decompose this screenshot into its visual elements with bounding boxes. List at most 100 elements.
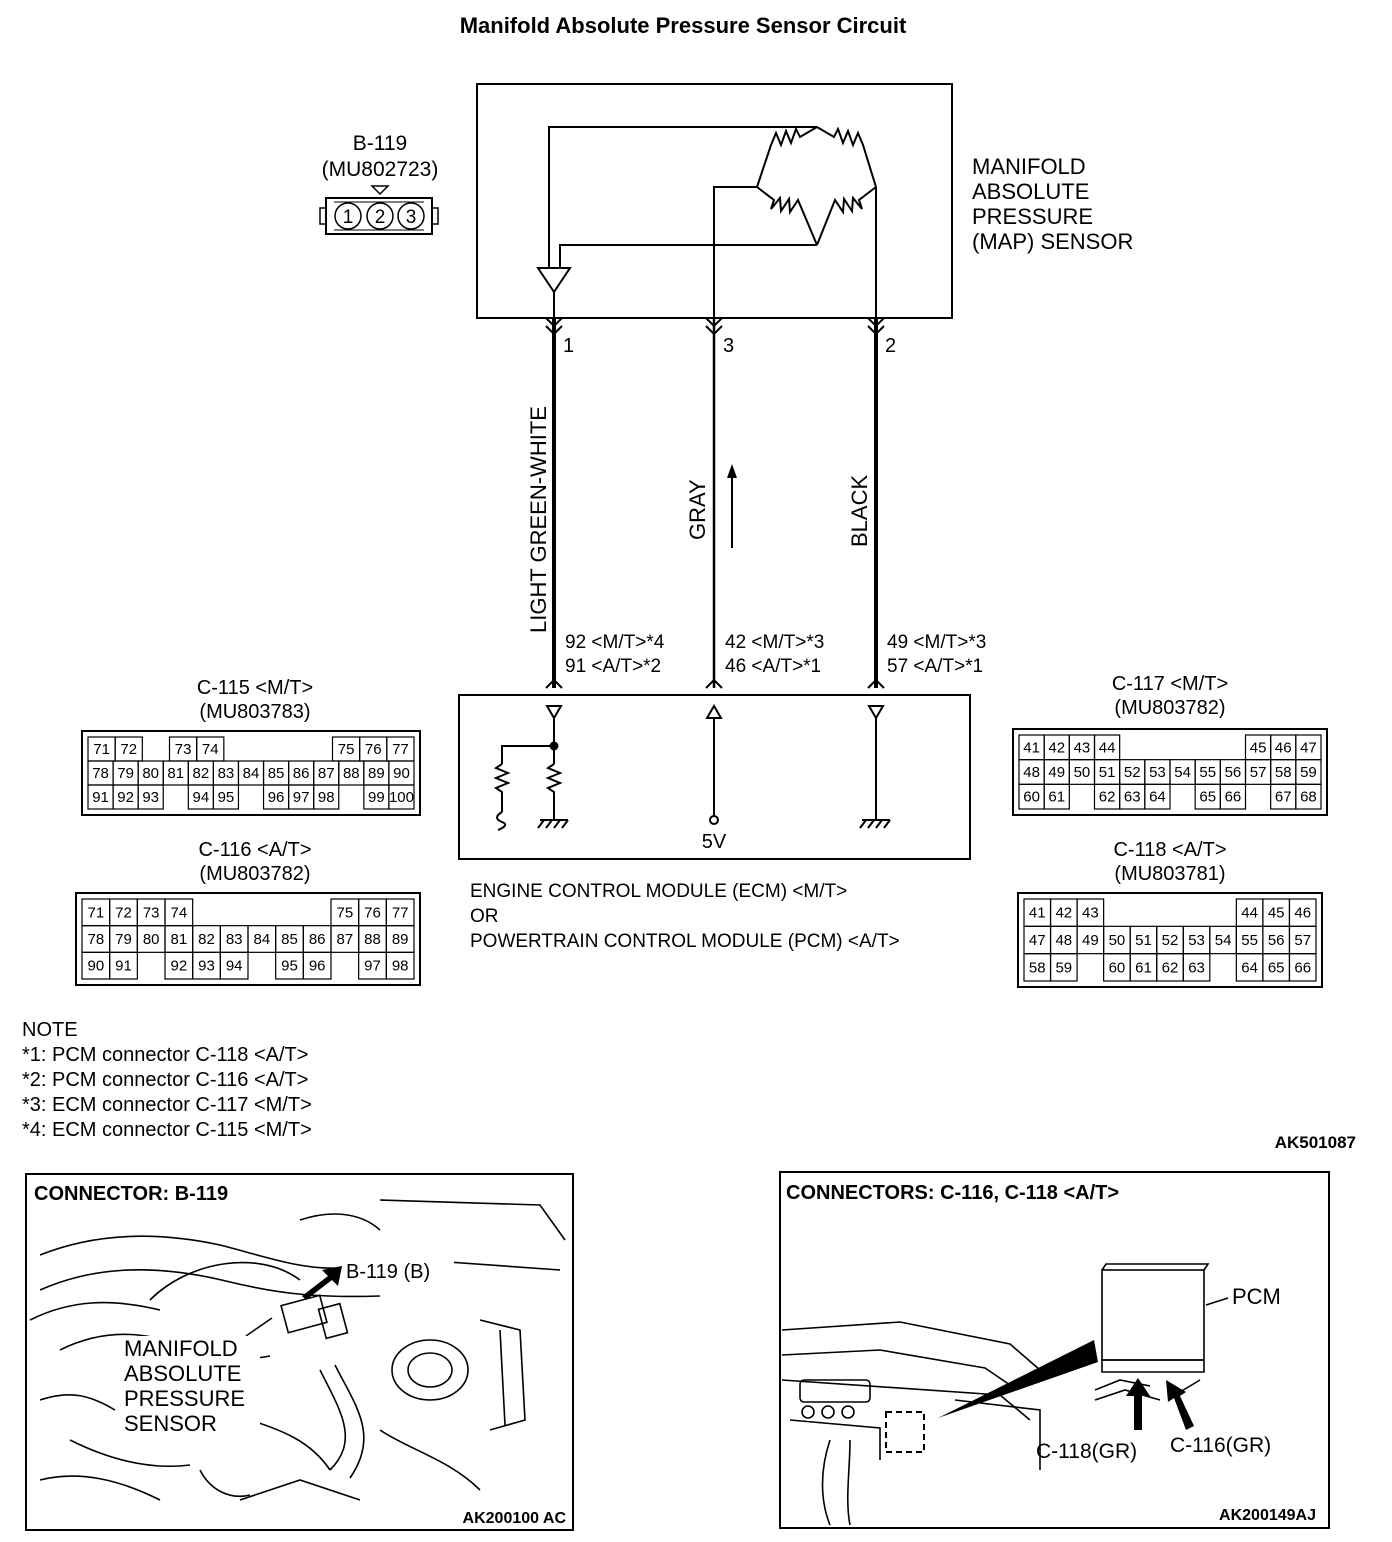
connector-c118-part: (MU803781) (1114, 863, 1225, 885)
pin-number: 86 (293, 765, 310, 782)
pin-number: 88 (343, 765, 360, 782)
pin-number: 59 (1300, 764, 1317, 781)
pin-number: 44 (1099, 739, 1116, 756)
pin-number: 41 (1029, 905, 1046, 922)
pin-number: 56 (1268, 932, 1285, 949)
b119-pin: 2 (375, 207, 386, 228)
c116-label: C-116(GR) (1170, 1434, 1271, 1457)
pin-number: 93 (142, 789, 159, 806)
pin-number: 59 (1055, 959, 1072, 976)
pin-cell (1043, 783, 1070, 810)
pin-number: 74 (202, 741, 219, 758)
pin-number: 50 (1109, 932, 1126, 949)
pin-number: 92 (117, 789, 134, 806)
pin-number: 51 (1099, 764, 1116, 781)
wire-harness (545, 317, 885, 689)
connector-c117-id: C-117 <M/T> (1112, 673, 1228, 695)
pin-number: 82 (193, 765, 210, 782)
c118-arrow-icon (1126, 1378, 1150, 1430)
pin-cell (302, 951, 332, 980)
connector-c118-id: C-118 <A/T> (1113, 839, 1226, 861)
pin-number: 81 (170, 931, 187, 948)
c116-arrow-icon (1166, 1380, 1194, 1430)
pin-number: 96 (268, 789, 285, 806)
pin-number: 57 (1250, 764, 1267, 781)
image-code-main: AK501087 (1275, 1133, 1356, 1152)
sensor-name-line: ABSOLUTE (972, 179, 1089, 204)
pin-number: 57 (1294, 932, 1311, 949)
pin-cell (137, 784, 164, 810)
wire-color-light-green-white: LIGHT GREEN-WHITE (526, 406, 551, 633)
pin-number: 49 (1082, 932, 1099, 949)
pin-number: 90 (87, 958, 104, 975)
pin-number: 52 (1124, 764, 1141, 781)
wire-color-black: BLACK (847, 475, 872, 547)
pin-number: 63 (1188, 959, 1205, 976)
connector-b119-face: B-119 (MU802723) 1 2 3 (319, 132, 439, 235)
connector-b119-id: B-119 (353, 132, 407, 155)
pin-number: 62 (1162, 959, 1179, 976)
pin-cell (385, 951, 415, 980)
pin-number: 95 (281, 958, 298, 975)
pointer-arrow-icon (302, 1266, 342, 1300)
pin-cell (388, 784, 415, 810)
pin-number: 52 (1162, 932, 1179, 949)
pin-number: 47 (1029, 932, 1046, 949)
photo-panel-pcm: CONNECTORS: C-116, C-118 <A/T> PCM C-118… (779, 1171, 1330, 1529)
note-line: *3: ECM connector C-117 <M/T> (22, 1094, 312, 1116)
image-code-photo-pcm: AK200149AJ (1219, 1507, 1316, 1524)
pin-number: 76 (364, 904, 381, 921)
pin-number: 85 (268, 765, 285, 782)
pin-number: 53 (1188, 932, 1205, 949)
pin-number: 61 (1048, 789, 1065, 806)
pin-number: 94 (226, 958, 243, 975)
pin-number: 48 (1023, 764, 1040, 781)
pin-cell (313, 784, 340, 810)
sensor-name-line: MANIFOLD (972, 154, 1086, 179)
pin-number: 42 (1048, 739, 1065, 756)
pin-number: 65 (1199, 789, 1216, 806)
pin-number: 65 (1268, 959, 1285, 976)
ecm-pcm-internal-circuit (493, 704, 891, 831)
c118-label: C-118(GR) (1036, 1440, 1137, 1463)
pin-number: 71 (93, 741, 110, 758)
pin-number: 45 (1250, 739, 1267, 756)
pin-number: 91 (92, 789, 109, 806)
pin-number: 96 (309, 958, 326, 975)
pin-number: 41 (1023, 739, 1040, 756)
pin-number: 97 (364, 958, 381, 975)
pin-number: 51 (1135, 932, 1152, 949)
pin-number: 93 (198, 958, 215, 975)
pin-number: 60 (1109, 959, 1126, 976)
diagram-title: Manifold Absolute Pressure Sensor Circui… (460, 13, 907, 38)
pin-cell (212, 784, 240, 810)
connector-c115-id: C-115 <M/T> (197, 677, 313, 699)
pin-number: 79 (117, 765, 134, 782)
module-label-line: POWERTRAIN CONTROL MODULE (PCM) <A/T> (470, 931, 900, 952)
photo-b119-label-line: PRESSURE (124, 1386, 245, 1411)
pcm-label: PCM (1232, 1284, 1281, 1309)
pin-number: 67 (1275, 789, 1292, 806)
pin-number: 43 (1074, 739, 1091, 756)
pin-number: 53 (1149, 764, 1166, 781)
pin-number: 92 (170, 958, 187, 975)
photo-b119-title: CONNECTOR: B-119 (34, 1183, 228, 1205)
pin-cell (1219, 783, 1247, 810)
pin-number: 91 (115, 958, 132, 975)
pin-number: 46 (1275, 739, 1292, 756)
connector-b119-part: (MU802723) (322, 158, 439, 181)
dashboard-illustration (781, 1263, 1229, 1526)
pin-cell (219, 951, 249, 980)
pin-number: 64 (1241, 959, 1258, 976)
module-label-line: ENGINE CONTROL MODULE (ECM) <M/T> (470, 881, 847, 902)
module-label-line: OR (470, 906, 499, 927)
photo-pcm-title: CONNECTORS: C-116, C-118 <A/T> (786, 1182, 1119, 1204)
pcm-location-beam (938, 1340, 1098, 1418)
pin-number: 78 (92, 765, 109, 782)
pin-number: 44 (1241, 905, 1258, 922)
photo-panel-b119: CONNECTOR: B-119 B-119 (B) MANIFOLD ABSO… (25, 1173, 574, 1531)
pin-number: 100 (389, 789, 414, 806)
